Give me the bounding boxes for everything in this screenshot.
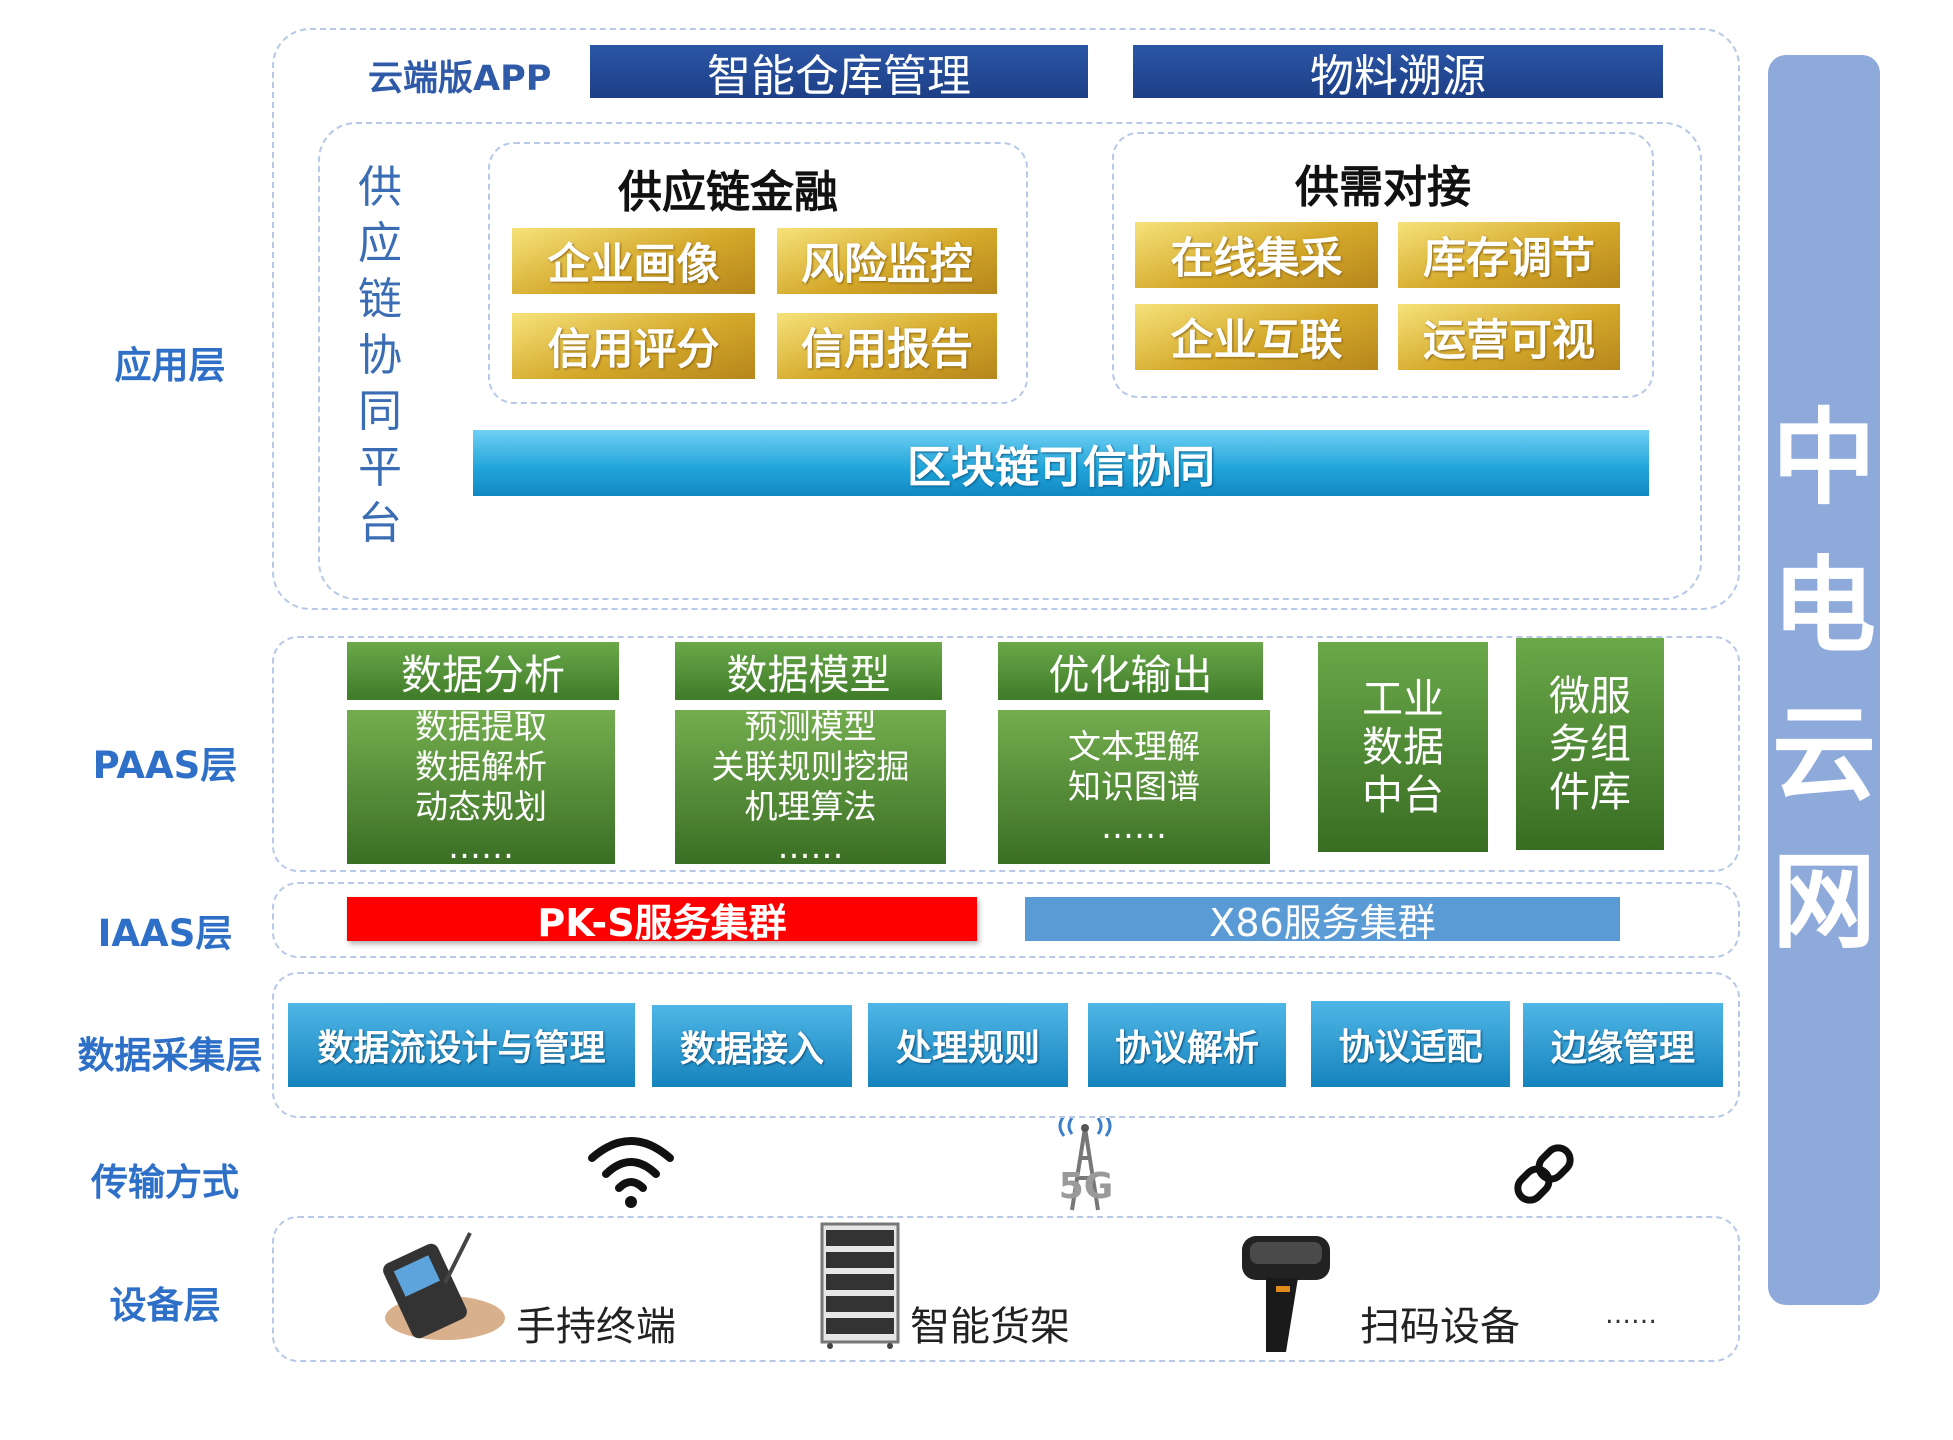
barcode-scanner-icon bbox=[1236, 1230, 1336, 1358]
layer-label-transport: 传输方式 bbox=[91, 1161, 239, 1204]
device-layer-frame bbox=[272, 1216, 1740, 1362]
side-banner: 中 电 云 网 bbox=[1768, 55, 1880, 1305]
paas-block-line: 中台 bbox=[1362, 771, 1444, 819]
paas-body-optimized-output: 文本理解 知识图谱 …… bbox=[998, 710, 1270, 864]
link-icon bbox=[1508, 1138, 1580, 1210]
paas-body-data-analysis: 数据提取 数据解析 动态规划 …… bbox=[347, 707, 615, 866]
paas-line: 机理算法 bbox=[744, 787, 877, 826]
layer-label-paas: PAAS层 bbox=[92, 744, 238, 787]
smart-shelf-icon bbox=[818, 1220, 902, 1350]
paas-line: 预测模型 bbox=[744, 707, 877, 746]
finance-item-credit-score: 信用评分 bbox=[512, 313, 755, 379]
data-collection-layer-frame bbox=[272, 972, 1740, 1118]
layer-label-iaas: IAAS层 bbox=[97, 912, 233, 955]
paas-industrial-data-platform: 工业 数据 中台 bbox=[1318, 642, 1488, 852]
paas-line: 关联规则挖掘 bbox=[711, 747, 910, 786]
cloud-app-warehouse: 智能仓库管理 bbox=[590, 45, 1088, 102]
supply-demand-frame bbox=[1112, 132, 1654, 398]
device-label-handheld: 手持终端 bbox=[516, 1304, 676, 1350]
paas-header-data-model: 数据模型 bbox=[675, 642, 942, 700]
paas-line: …… bbox=[448, 827, 514, 866]
dc-edge-management: 边缘管理 bbox=[1523, 1003, 1723, 1087]
iaas-pks-cluster: PK-S服务集群 bbox=[347, 897, 977, 945]
demand-item-interconnect: 企业互联 bbox=[1135, 304, 1378, 370]
side-banner-char: 中 bbox=[1771, 397, 1876, 519]
platform-title-char: 供 bbox=[358, 162, 402, 213]
blockchain-bar: 区块链可信协同 bbox=[473, 430, 1649, 496]
paas-microservice-library: 微服 务组 件库 bbox=[1516, 638, 1664, 850]
dc-dataflow-design: 数据流设计与管理 bbox=[288, 1003, 635, 1087]
paas-line: …… bbox=[777, 827, 844, 866]
device-more-ellipsis: …… bbox=[1605, 1300, 1657, 1330]
platform-title-char: 同 bbox=[358, 386, 402, 437]
paas-line: 文本理解 bbox=[1068, 727, 1200, 766]
5g-label: 5G bbox=[1058, 1166, 1114, 1207]
paas-layer-frame bbox=[272, 636, 1740, 872]
paas-line: 动态规划 bbox=[415, 787, 547, 826]
platform-title-char: 协 bbox=[358, 330, 402, 381]
paas-header-data-analysis: 数据分析 bbox=[347, 642, 619, 700]
dc-protocol-adaptation: 协议适配 bbox=[1311, 1001, 1510, 1087]
dc-data-access: 数据接入 bbox=[652, 1005, 852, 1087]
layer-label-data-collection: 数据采集层 bbox=[77, 1034, 263, 1077]
5g-tower-icon bbox=[1050, 1115, 1120, 1214]
paas-block-line: 工业 bbox=[1362, 675, 1444, 723]
platform-title-char: 链 bbox=[358, 274, 402, 325]
paas-body-data-model: 预测模型 关联规则挖掘 机理算法 …… bbox=[675, 707, 946, 866]
paas-block-line: 件库 bbox=[1549, 768, 1631, 816]
demand-item-procurement: 在线集采 bbox=[1135, 222, 1378, 288]
cloud-app-label: 云端版APP bbox=[368, 59, 552, 99]
device-label-scanner: 扫码设备 bbox=[1360, 1304, 1520, 1350]
device-label-shelf: 智能货架 bbox=[910, 1304, 1070, 1350]
paas-header-optimized-output: 优化输出 bbox=[998, 642, 1263, 700]
iaas-layer-frame bbox=[272, 882, 1740, 958]
platform-title-char: 应 bbox=[358, 218, 402, 269]
side-banner-char: 云 bbox=[1771, 693, 1876, 815]
paas-line: …… bbox=[1101, 807, 1167, 846]
paas-block-line: 务组 bbox=[1549, 720, 1631, 768]
supply-chain-platform-frame bbox=[318, 122, 1702, 600]
supply-demand-title: 供需对接 bbox=[1295, 162, 1471, 213]
supply-finance-title: 供应链金融 bbox=[618, 167, 838, 218]
finance-item-risk: 风险监控 bbox=[777, 228, 997, 294]
finance-item-portrait: 企业画像 bbox=[512, 228, 755, 294]
platform-title: 供 应 链 协 同 平 台 bbox=[350, 160, 410, 552]
dc-processing-rules: 处理规则 bbox=[868, 1003, 1068, 1087]
application-layer-frame bbox=[272, 28, 1740, 610]
wifi-icon bbox=[586, 1128, 676, 1212]
finance-item-credit-report: 信用报告 bbox=[777, 313, 997, 379]
layer-label-device: 设备层 bbox=[109, 1284, 221, 1327]
platform-title-char: 平 bbox=[358, 442, 402, 493]
paas-line: 数据解析 bbox=[415, 747, 547, 786]
cloud-app-traceability: 物料溯源 bbox=[1133, 45, 1663, 102]
demand-item-inventory: 库存调节 bbox=[1398, 222, 1620, 288]
handheld-terminal-icon bbox=[375, 1228, 510, 1343]
paas-block-line: 数据 bbox=[1362, 723, 1444, 771]
iaas-x86-cluster: X86服务集群 bbox=[1025, 897, 1620, 945]
layer-label-application: 应用层 bbox=[114, 344, 226, 387]
paas-line: 知识图谱 bbox=[1068, 767, 1200, 806]
side-banner-char: 网 bbox=[1771, 841, 1876, 963]
demand-item-visibility: 运营可视 bbox=[1398, 304, 1620, 370]
side-banner-char: 电 bbox=[1771, 545, 1876, 667]
platform-title-char: 台 bbox=[358, 498, 402, 549]
paas-block-line: 微服 bbox=[1549, 672, 1631, 720]
paas-line: 数据提取 bbox=[415, 707, 547, 746]
supply-finance-frame bbox=[488, 142, 1028, 404]
dc-protocol-parsing: 协议解析 bbox=[1088, 1003, 1286, 1087]
